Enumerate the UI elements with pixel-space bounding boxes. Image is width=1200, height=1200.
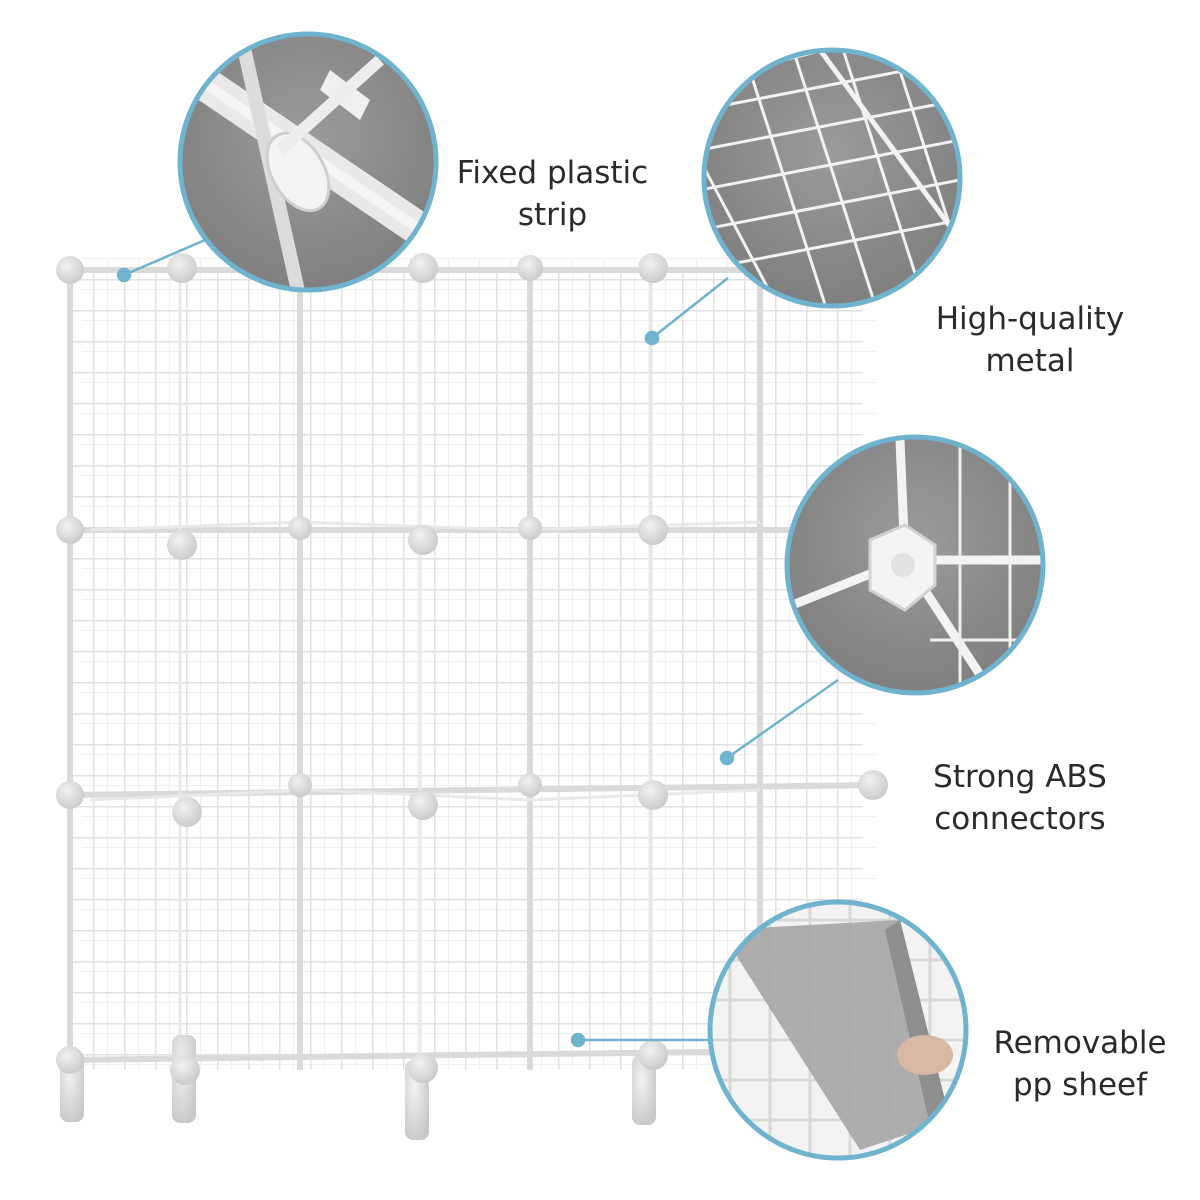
label-line: pp sheef bbox=[1012, 1067, 1148, 1103]
label-strong-abs-connectors: Strong ABS connectors bbox=[925, 756, 1115, 840]
label-line: High-quality bbox=[935, 301, 1125, 337]
leader-lines bbox=[116, 238, 839, 1048]
label-line: Strong ABS bbox=[933, 759, 1107, 795]
label-line: Fixed plastic bbox=[456, 155, 649, 191]
label-high-quality-metal: High-quality metal bbox=[930, 298, 1130, 382]
label-line: Removable bbox=[993, 1025, 1167, 1061]
label-fixed-plastic-strip: Fixed plastic strip bbox=[455, 152, 650, 236]
zoom-circle-plastic-strip bbox=[177, 31, 439, 293]
zoom-circle-connectors bbox=[784, 434, 1046, 696]
label-line: metal bbox=[985, 343, 1075, 379]
zoom-circle-metal bbox=[701, 47, 963, 309]
label-line: connectors bbox=[934, 801, 1106, 837]
label-removable-pp-sheet: Removable pp sheef bbox=[990, 1022, 1170, 1106]
storage-cube-unit bbox=[56, 253, 888, 1140]
label-line: strip bbox=[517, 197, 588, 233]
